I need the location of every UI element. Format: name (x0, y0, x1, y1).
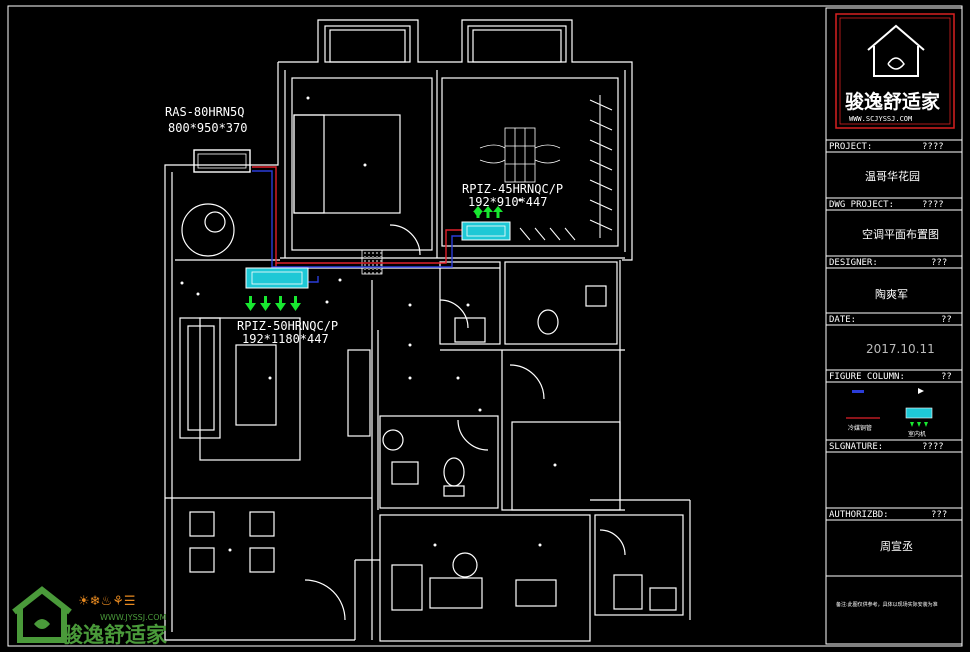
indoor-unit-living[interactable] (245, 267, 309, 289)
outdoor-unit-model: RAS-80HRN5Q (165, 105, 244, 119)
indoor-unit-1-model: RPIZ-45HRNQC/P (462, 182, 563, 196)
legend: 冷媒铜管 室内机 (846, 388, 933, 438)
title-block (825, 7, 963, 645)
indoor-unit-1-size: 192*910*447 (468, 195, 547, 209)
figure-column-marks: ?? (941, 372, 952, 382)
indoor-unit-bedroom[interactable] (461, 221, 511, 241)
date-value: 2017.10.11 (866, 342, 935, 356)
dwg-project-label: DWG PROJECT: (829, 200, 894, 210)
outdoor-unit[interactable] (193, 149, 251, 173)
watermark-url: WWW.JYSSJ.COM (100, 613, 167, 622)
watermark-text: 骏逸舒适家 (62, 623, 168, 647)
date-marks: ?? (941, 315, 952, 325)
logo-url: WWW.SCJYSSJ.COM (849, 115, 912, 123)
designer-value: 陶爽军 (875, 287, 908, 301)
signature-label: SLGNATURE: (829, 442, 883, 452)
authorized-label: AUTHORIZBD: (829, 510, 889, 520)
pipe-shaft (361, 249, 383, 275)
project-value: 温哥华花园 (865, 169, 920, 183)
ceiling-light (479, 127, 561, 183)
airflow-arrows-living (245, 296, 301, 311)
floor-plan-walls (164, 19, 691, 642)
refrigerant-pipes (252, 166, 462, 283)
light-points (180, 96, 557, 552)
legend-pipe-label: 冷媒铜管 (848, 424, 872, 432)
authorized-value: 周宣丞 (880, 539, 913, 553)
dwg-project-value: 空调平面布置图 (862, 227, 939, 241)
house-icon (12, 586, 72, 615)
remarks-note: 备注:此图仅供参考，具体以现场实际安装为准 (836, 601, 938, 608)
dwg-project-marks: ???? (922, 200, 944, 210)
weather-icons: ☀❄♨⚘☰ (78, 594, 136, 609)
signature-marks: ???? (922, 442, 944, 452)
designer-marks: ??? (931, 258, 947, 268)
legend-unit-label: 室内机 (908, 430, 926, 438)
indoor-unit-2-model: RPIZ-50HRNQC/P (237, 319, 338, 333)
company-logo: 骏逸舒适家 WWW.SCJYSSJ.COM (835, 13, 955, 129)
watermark: ☀❄♨⚘☰ WWW.JYSSJ.COM 骏逸舒适家 (12, 586, 168, 647)
project-label: PROJECT: (829, 142, 872, 152)
indoor-unit-2-size: 192*1180*447 (242, 332, 329, 346)
designer-label: DESIGNER: (829, 258, 878, 268)
airflow-arrows-bedroom (473, 206, 503, 218)
project-marks: ???? (922, 142, 944, 152)
date-label: DATE: (829, 315, 856, 325)
wardrobe (519, 95, 613, 241)
authorized-marks: ??? (931, 510, 947, 520)
outdoor-unit-size: 800*950*370 (168, 121, 247, 135)
house-icon (867, 24, 925, 51)
figure-column-label: FIGURE COLUMN: (829, 372, 905, 382)
logo-text: 骏逸舒适家 (845, 90, 941, 113)
